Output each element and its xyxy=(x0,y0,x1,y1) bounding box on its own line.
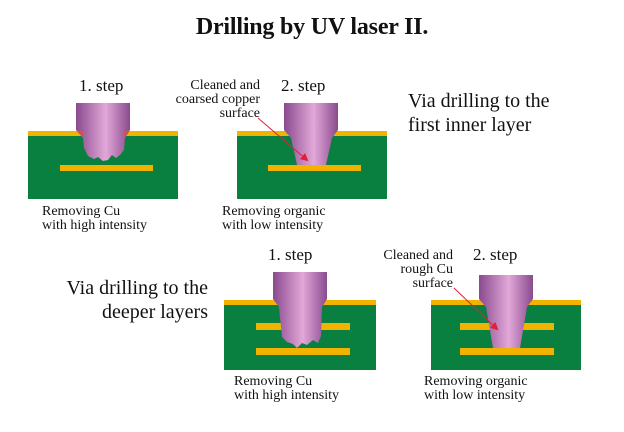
callout-line1: Cleaned and xyxy=(190,78,260,93)
section-label-line1: Via drilling to the xyxy=(408,90,550,112)
section-label-line2: first inner layer xyxy=(408,114,532,136)
callout-line3: surface xyxy=(412,276,453,291)
callout-line3: surface xyxy=(219,106,260,121)
laser-beam xyxy=(273,272,327,348)
callout-arrow xyxy=(453,287,499,331)
step-caption-line1: Removing Cu xyxy=(42,204,121,219)
panel-deeper-layers-step1 xyxy=(224,272,376,370)
panel-first-layer-step1 xyxy=(28,103,178,199)
step-caption-line2: with high intensity xyxy=(42,218,147,233)
callout-line1: Cleaned and xyxy=(383,248,453,263)
laser-beam xyxy=(76,103,130,161)
step-caption-line2: with low intensity xyxy=(424,388,526,403)
callout-line2: coarsed copper xyxy=(175,92,260,107)
step-label: 1. step xyxy=(268,245,313,264)
step-label: 2. step xyxy=(473,245,518,264)
inner-copper-layer-2 xyxy=(256,348,350,355)
step-label: 2. step xyxy=(281,76,326,95)
panel-deeper-layers-step2 xyxy=(431,275,581,370)
section-label-line1: Via drilling to the xyxy=(66,277,208,299)
callout-arrow xyxy=(257,117,309,162)
step-caption-line1: Removing Cu xyxy=(234,374,313,389)
copper-ablation-edge xyxy=(124,130,130,136)
panel-first-layer-step2 xyxy=(237,103,387,199)
step-caption-line2: with high intensity xyxy=(234,388,339,403)
slide-title: Drilling by UV laser II. xyxy=(195,14,429,40)
inner-copper-layer-2 xyxy=(460,348,554,355)
step-caption-line2: with low intensity xyxy=(222,218,324,233)
laser-beam xyxy=(284,103,338,165)
inner-copper-layer xyxy=(60,165,153,171)
step-caption-line1: Removing organic xyxy=(424,374,528,389)
copper-ablation-edge xyxy=(76,130,83,136)
inner-copper-layer xyxy=(268,165,361,171)
section-label-line2: deeper layers xyxy=(101,301,208,323)
step-caption-line1: Removing organic xyxy=(222,204,326,219)
step-label: 1. step xyxy=(79,76,124,95)
callout-line2: rough Cu xyxy=(400,262,454,277)
